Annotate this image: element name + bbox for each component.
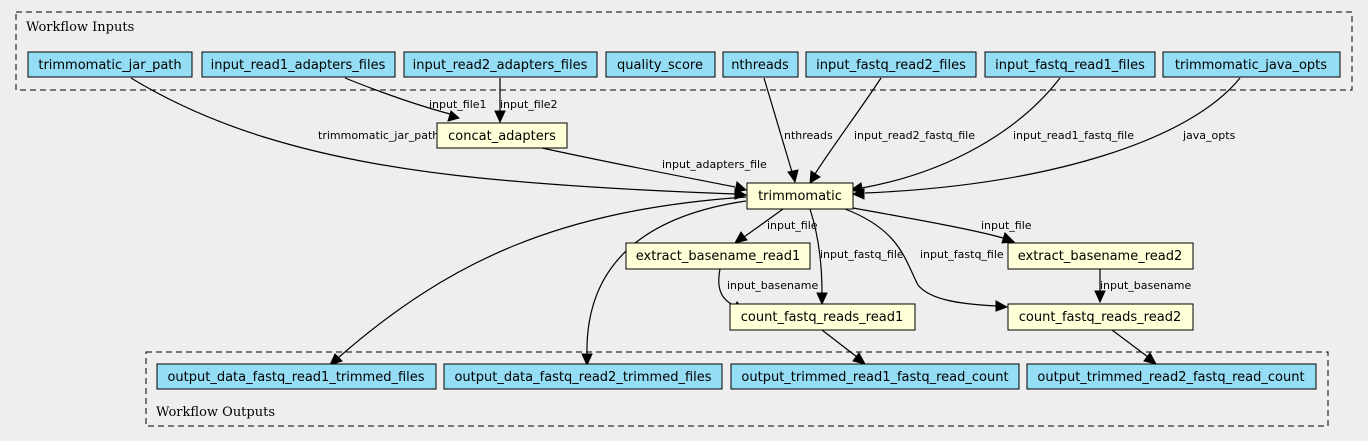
- output-node-output-data-fastq-read2-trimmed-files[interactable]: output_data_fastq_read2_trimmed_files: [443, 363, 723, 390]
- output-node-output-data-fastq-read1-trimmed-files[interactable]: output_data_fastq_read1_trimmed_files: [156, 363, 437, 390]
- input-node-quality-score[interactable]: quality_score: [605, 51, 716, 78]
- edge-trimmomatic-to-count-read2: [844, 208, 1009, 312]
- step-node-label: concat_adapters: [448, 129, 556, 144]
- edge-label-trimmomatic-jar-path: trimmomatic_jar_path: [318, 129, 439, 142]
- step-node-extract-basename-read1[interactable]: extract_basename_read1: [625, 242, 811, 270]
- output-node-output-trimmed-read2-fastq-read-count[interactable]: output_trimmed_read2_fastq_read_count: [1026, 363, 1317, 390]
- edge-label-input-read1-fastq-file: input_read1_fastq_file: [1013, 129, 1134, 142]
- edge-label-input-file-read1: input_file: [767, 219, 818, 232]
- step-node-extract-basename-read2[interactable]: extract_basename_read2: [1007, 242, 1194, 270]
- input-node-label: input_read2_adapters_files: [413, 58, 588, 73]
- workflow-inputs-cluster: Workflow Inputs: [15, 11, 1353, 91]
- edge-fastq-read2-to-trimmomatic: [809, 77, 882, 184]
- edge-count2-to-output-read2-count: [1111, 329, 1157, 365]
- input-node-nthreads[interactable]: nthreads: [722, 51, 799, 78]
- input-node-label: trimmomatic_jar_path: [38, 58, 181, 73]
- input-node-label: input_fastq_read2_files: [816, 58, 966, 73]
- step-node-count-fastq-reads-read1[interactable]: count_fastq_reads_read1: [729, 303, 916, 331]
- input-node-label: trimmomatic_java_opts: [1175, 58, 1327, 73]
- step-node-label: extract_basename_read1: [636, 249, 801, 264]
- edge-read1-adapters-to-concat: [344, 77, 461, 122]
- edge-trimmomatic-to-output-read1-files: [329, 196, 747, 366]
- edge-concat-to-trimmomatic: [541, 147, 748, 193]
- output-node-label: output_trimmed_read1_fastq_read_count: [741, 370, 1008, 385]
- input-node-label: nthreads: [731, 58, 789, 73]
- edge-label-input-basename-read1: input_basename: [727, 279, 818, 292]
- edge-extract2-to-count-read2: [1094, 269, 1106, 304]
- edge-label-input-fastq-file-read2: input_fastq_file: [920, 248, 1004, 261]
- input-node-label: input_read1_adapters_files: [211, 58, 386, 73]
- step-node-trimmomatic[interactable]: trimmomatic: [746, 182, 854, 210]
- edge-read2-adapters-to-concat: [494, 78, 506, 124]
- edge-label-input-file1: input_file1: [429, 98, 487, 111]
- input-node-trimmomatic-jar-path[interactable]: trimmomatic_jar_path: [27, 51, 193, 78]
- input-node-input-fastq-read1-files[interactable]: input_fastq_read1_files: [984, 51, 1156, 78]
- edge-label-input-read2-fastq-file: input_read2_fastq_file: [854, 129, 975, 142]
- workflow-outputs-label: Workflow Outputs: [156, 405, 275, 420]
- output-node-output-trimmed-read1-fastq-read-count[interactable]: output_trimmed_read1_fastq_read_count: [730, 363, 1020, 390]
- edge-label-input-basename-read2: input_basename: [1100, 279, 1191, 292]
- input-node-trimmomatic-java-opts[interactable]: trimmomatic_java_opts: [1162, 51, 1341, 78]
- edge-label-input-fastq-file-read1: input_fastq_file: [820, 248, 904, 261]
- step-node-label: count_fastq_reads_read2: [1019, 310, 1181, 325]
- step-node-concat-adapters[interactable]: concat_adapters: [436, 122, 568, 149]
- edge-label-nthreads: nthreads: [784, 129, 833, 142]
- edge-count1-to-output-read1-count: [821, 329, 866, 365]
- workflow-inputs-label: Workflow Inputs: [26, 20, 134, 35]
- input-node-input-read1-adapters-files[interactable]: input_read1_adapters_files: [201, 51, 396, 78]
- edge-trimmomatic-to-extract-read1: [734, 208, 784, 244]
- output-node-label: output_data_fastq_read2_trimmed_files: [454, 370, 711, 385]
- step-node-count-fastq-reads-read2[interactable]: count_fastq_reads_read2: [1007, 303, 1194, 331]
- edge-label-input-file-read2: input_file: [981, 219, 1032, 232]
- input-node-input-fastq-read2-files[interactable]: input_fastq_read2_files: [805, 51, 977, 78]
- output-node-label: output_data_fastq_read1_trimmed_files: [167, 370, 424, 385]
- output-node-label: output_trimmed_read2_fastq_read_count: [1037, 370, 1304, 385]
- input-node-label: input_fastq_read1_files: [995, 58, 1145, 73]
- input-node-input-read2-adapters-files[interactable]: input_read2_adapters_files: [403, 51, 598, 78]
- edge-label-input-file2: input_file2: [500, 98, 558, 111]
- edge-label-java-opts: java_opts: [1182, 129, 1236, 142]
- edge-java-opts-to-trimmomatic: [851, 77, 1241, 200]
- edge-label-input-adapters-file: input_adapters_file: [662, 158, 767, 171]
- step-node-label: extract_basename_read2: [1018, 249, 1183, 264]
- workflow-outputs-cluster: Workflow Outputs: [145, 351, 1329, 427]
- input-node-label: quality_score: [617, 58, 703, 73]
- edge-nthreads-to-trimmomatic: [763, 77, 799, 184]
- edge-trimmomatic-to-output-read2-files: [581, 200, 747, 367]
- step-node-label: count_fastq_reads_read1: [741, 310, 903, 325]
- edge-trimmomatic-to-count-read1: [809, 208, 828, 306]
- step-node-label: trimmomatic: [758, 189, 842, 204]
